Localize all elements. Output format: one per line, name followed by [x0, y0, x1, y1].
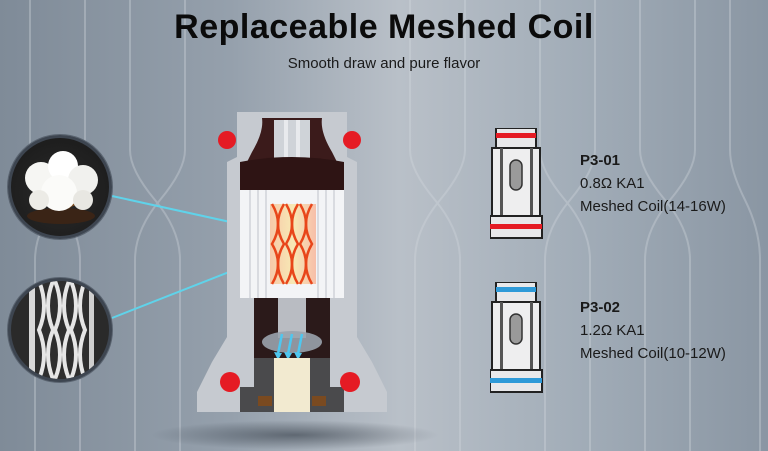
cotton-icon — [25, 151, 98, 224]
coil-p3-02-image — [490, 282, 543, 393]
coil-spec-p3-02: P3-02 1.2Ω KA1 Meshed Coil(10-12W) — [580, 296, 726, 365]
coil-resistance: 1.2Ω KA1 — [580, 322, 645, 339]
coil-spec-p3-01: P3-01 0.8Ω KA1 Meshed Coil(14-16W) — [580, 149, 726, 218]
page-subtitle: Smooth draw and pure flavor — [287, 55, 481, 72]
floor-shadow — [150, 420, 440, 450]
coil-code: P3-02 — [580, 299, 621, 316]
mesh-icon — [29, 281, 94, 379]
coil-description: Meshed Coil(14-16W) — [580, 198, 726, 215]
coil-p3-01-image — [490, 128, 543, 239]
coil-resistance: 0.8Ω KA1 — [580, 175, 645, 192]
mesh-callout — [8, 278, 112, 382]
page-title: Replaceable Meshed Coil — [174, 8, 594, 46]
coil-description: Meshed Coil(10-12W) — [580, 345, 726, 362]
cotton-callout — [8, 135, 112, 239]
coil-code: P3-01 — [580, 152, 621, 169]
pod-cross-section — [197, 112, 387, 412]
